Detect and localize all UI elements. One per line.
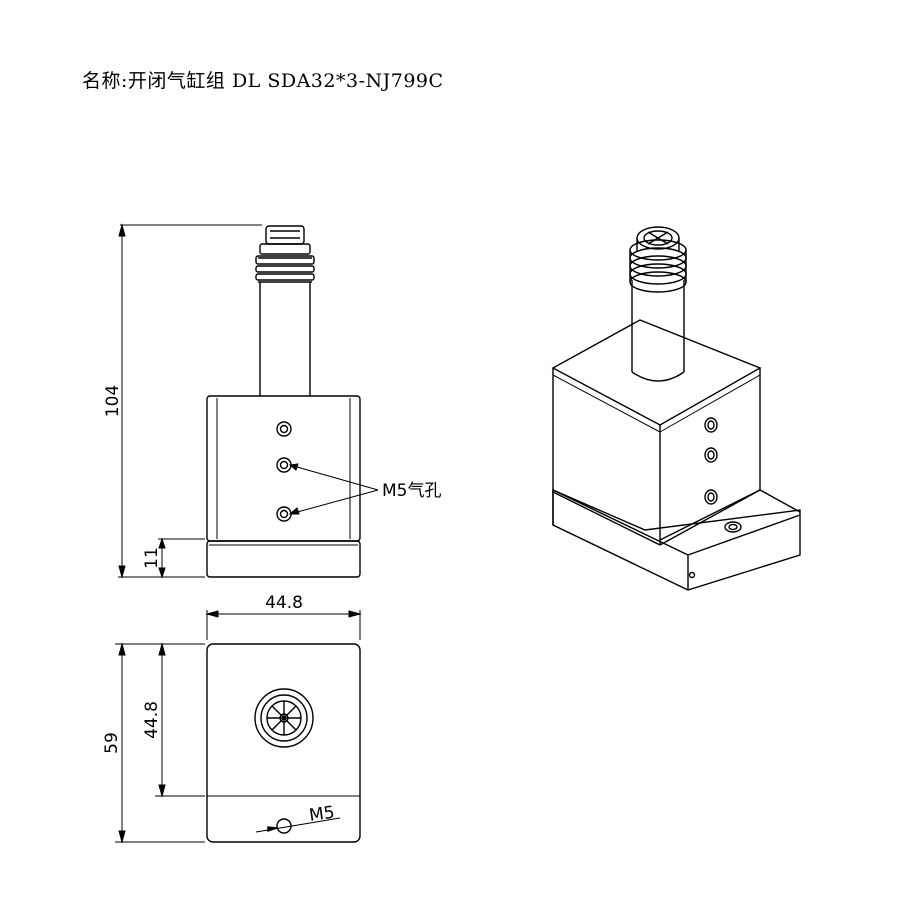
isometric-view: [551, 226, 801, 591]
top-body: [206, 643, 361, 843]
air-hole-leaders: [288, 463, 379, 515]
dim-label-base: 11: [142, 547, 162, 569]
dimension-height-104: [118, 223, 262, 579]
iso-rod: [631, 280, 685, 382]
drawing-title: 名称:开闭气缸组 DL SDA32*3-NJ799C: [82, 70, 444, 92]
front-air-port-bottom: [276, 506, 292, 522]
top-view: M5 44.8 44.8 59: [102, 593, 362, 844]
front-view: M5气孔 104 11: [103, 223, 441, 579]
iso-collar: [629, 239, 687, 293]
air-hole-callout: M5气孔: [382, 481, 441, 501]
iso-nut-icon: [636, 226, 680, 252]
front-air-port-middle: [276, 457, 292, 473]
bottom-hole-callout: M5: [308, 803, 336, 826]
front-nut: [255, 225, 315, 283]
dimension-depth-59: [115, 642, 205, 844]
iso-air-ports: [704, 417, 718, 505]
dim-label-width: 44.8: [265, 593, 303, 613]
dimension-base-11: [158, 537, 205, 579]
dim-label-height: 104: [103, 385, 123, 417]
iso-base: [552, 488, 801, 591]
iso-body: [551, 319, 762, 546]
dimension-depth-44-8: [155, 642, 205, 798]
dim-label-depth-inner: 44.8: [142, 701, 162, 739]
front-base: [206, 540, 361, 578]
dimension-width-44-8: [205, 610, 362, 640]
front-air-port-top: [276, 421, 292, 437]
top-m5-hole: [255, 817, 341, 834]
top-nut-icon: [254, 688, 314, 748]
dim-label-depth-total: 59: [102, 732, 122, 754]
